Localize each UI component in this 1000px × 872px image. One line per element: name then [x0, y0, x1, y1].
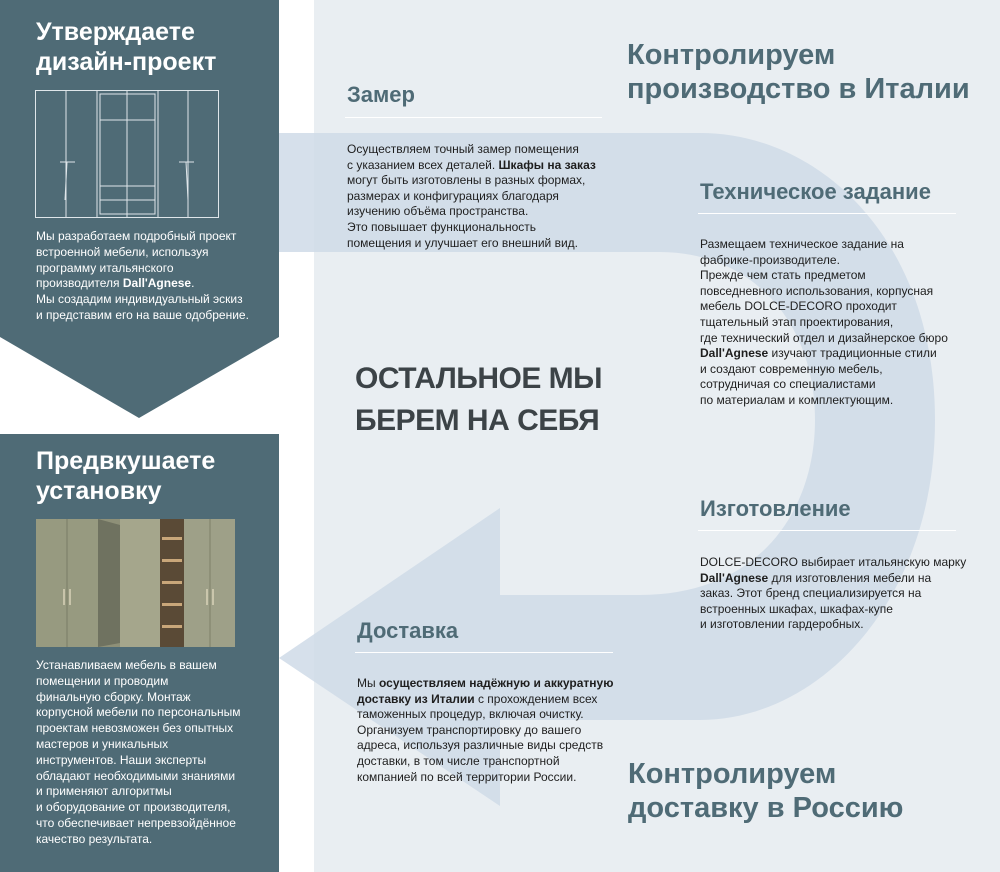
measurement-title: Замер	[347, 82, 415, 107]
wardrobe-sketch-image	[35, 90, 219, 218]
russia-delivery-heading: Контролируем доставку в Россию	[628, 758, 904, 824]
center-slogan: ОСТАЛЬНОЕ МЫ БЕРЕМ НА СЕБЯ	[355, 362, 603, 437]
measurement-divider	[345, 117, 602, 118]
italy-production-heading: Контролируем производство в Италии	[627, 39, 970, 105]
technical-task-text: Размещаем техническое задание на фабрике…	[700, 237, 948, 407]
technical-task-title: Техническое задание	[700, 179, 931, 204]
manufacturing-text: DOLCE-DECORO выбирает итальянскую марку …	[700, 555, 967, 632]
design-approval-text: Мы разработаем подробный проект встроенн…	[36, 229, 249, 322]
technical-task-divider	[698, 213, 956, 214]
delivery-title: Доставка	[357, 618, 459, 643]
delivery-text: Мы осуществляем надёжную и аккуратную до…	[357, 676, 614, 784]
cycle-arrow-shape	[279, 133, 935, 806]
manufacturing-title: Изготовление	[700, 496, 851, 521]
wardrobe-photo-image	[36, 519, 235, 647]
delivery-divider	[355, 652, 613, 653]
manufacturing-divider	[698, 530, 956, 531]
installation-text: Устанавливаем мебель в вашем помещении и…	[36, 658, 241, 846]
installation-panel	[0, 434, 279, 872]
installation-title: Предвкушаете установку	[36, 447, 216, 505]
design-approval-title: Утверждаете дизайн-проект	[36, 18, 217, 76]
measurement-text: Осуществляем точный замер помещения с ук…	[347, 142, 596, 250]
